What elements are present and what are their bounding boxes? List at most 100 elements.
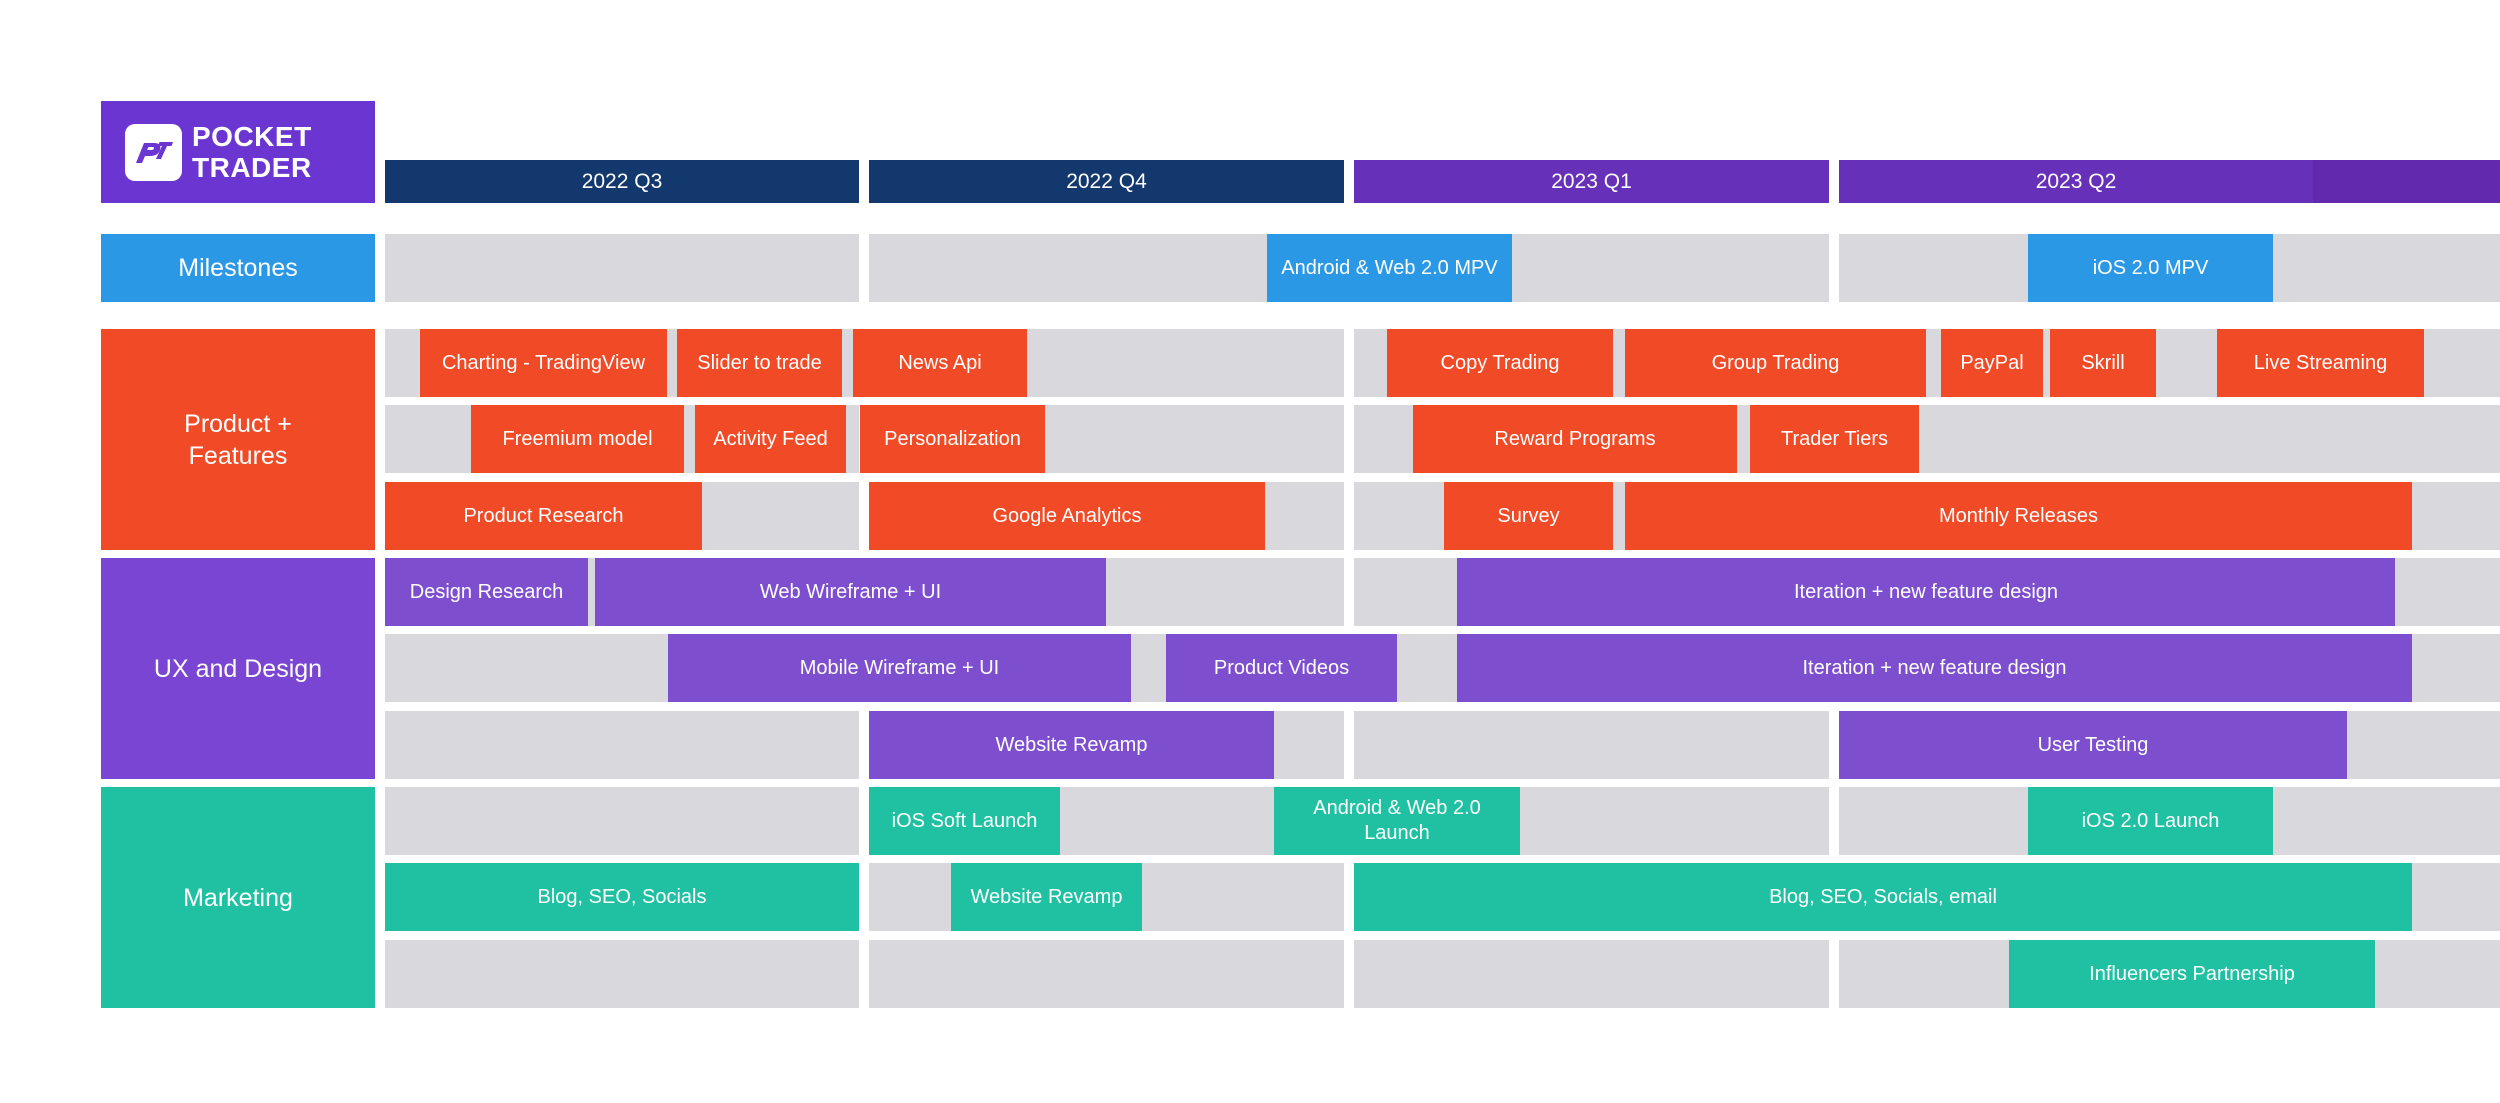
quarter-header-2023-q2: 2023 Q2	[1839, 160, 2500, 203]
lane-product-features: Product + Features	[101, 329, 375, 550]
grid-cell	[385, 940, 859, 1008]
bar-label: iOS 2.0 Launch	[2081, 809, 2220, 832]
brand-name: POCKET TRADER	[192, 121, 312, 183]
bar-label: Charting - TradingView	[441, 351, 646, 374]
bar-label: User Testing	[2037, 733, 2149, 756]
quarter-header-segment	[2313, 160, 2500, 203]
bar-label: Skrill	[2081, 351, 2125, 374]
task-trader-tiers[interactable]: Trader Tiers	[1750, 405, 1919, 473]
bar-label: Mobile Wireframe + UI	[799, 656, 1000, 679]
bar-label: Web Wireframe + UI	[759, 580, 942, 603]
grid-cell	[869, 940, 1344, 1008]
grid-cell	[385, 711, 859, 779]
brand-name-line1: POCKET	[192, 121, 312, 152]
task-google-analytics[interactable]: Google Analytics	[869, 482, 1265, 550]
task-iteration-new-feature-design[interactable]: Iteration + new feature design	[1457, 558, 2395, 626]
task-website-revamp-design[interactable]: Website Revamp	[869, 711, 1274, 779]
task-blog-seo-socials[interactable]: Blog, SEO, Socials	[385, 863, 859, 931]
task-website-revamp-marketing[interactable]: Website Revamp	[951, 863, 1142, 931]
bar-label: Iteration + new feature design	[1802, 656, 2067, 679]
bar-label: Website Revamp	[995, 733, 1148, 756]
task-live-streaming[interactable]: Live Streaming	[2217, 329, 2424, 397]
task-ios-2-launch[interactable]: iOS 2.0 Launch	[2028, 787, 2273, 855]
bar-label: Personalization	[884, 427, 1021, 450]
bar-label: Copy Trading	[1440, 351, 1560, 374]
milestone-ios-mvp[interactable]: iOS 2.0 MPV	[2028, 234, 2273, 302]
bar-label: iOS 2.0 MPV	[2092, 256, 2209, 279]
quarter-label: 2023 Q1	[1551, 169, 1632, 193]
task-product-research[interactable]: Product Research	[385, 482, 702, 550]
lane-label: Product + Features	[184, 409, 292, 470]
task-reward-programs[interactable]: Reward Programs	[1413, 405, 1737, 473]
task-design-research[interactable]: Design Research	[385, 558, 588, 626]
bar-label: iOS Soft Launch	[891, 809, 1038, 832]
task-skrill[interactable]: Skrill	[2050, 329, 2156, 397]
quarter-label: 2022 Q4	[1066, 169, 1147, 193]
task-android-web-launch[interactable]: Android & Web 2.0 Launch	[1274, 787, 1520, 855]
quarter-label: 2023 Q2	[2035, 169, 2117, 193]
task-influencers-partnership[interactable]: Influencers Partnership	[2009, 940, 2375, 1008]
task-freemium-model[interactable]: Freemium model	[471, 405, 684, 473]
task-charting-tradingview[interactable]: Charting - TradingView	[420, 329, 667, 397]
bar-label: Blog, SEO, Socials	[537, 885, 707, 908]
quarter-header-segment	[1839, 160, 2313, 203]
quarter-label: 2022 Q3	[581, 169, 663, 193]
bar-label: Slider to trade	[697, 351, 822, 374]
task-blog-seo-socials-email[interactable]: Blog, SEO, Socials, email	[1354, 863, 2412, 931]
task-group-trading[interactable]: Group Trading	[1625, 329, 1926, 397]
task-slider-to-trade[interactable]: Slider to trade	[677, 329, 842, 397]
bar-label: Design Research	[409, 580, 564, 603]
bar-label: Influencers Partnership	[2089, 962, 2295, 985]
brand-name-line2: TRADER	[192, 152, 312, 183]
task-personalization[interactable]: Personalization	[860, 405, 1045, 473]
bar-label: Android & Web 2.0 MPV	[1281, 256, 1498, 279]
lane-label: UX and Design	[153, 654, 323, 683]
grid-cell	[1354, 940, 1829, 1008]
lane-label: Marketing	[183, 883, 293, 912]
bar-label: Blog, SEO, Socials, email	[1769, 885, 1997, 908]
task-product-videos[interactable]: Product Videos	[1166, 634, 1397, 702]
bar-label: Monthly Releases	[1939, 504, 2098, 527]
task-activity-feed[interactable]: Activity Feed	[695, 405, 846, 473]
grid-cell	[1354, 711, 1829, 779]
task-paypal[interactable]: PayPal	[1941, 329, 2043, 397]
bar-label: Website Revamp	[970, 885, 1123, 908]
bar-label: Activity Feed	[713, 427, 828, 450]
task-user-testing[interactable]: User Testing	[1839, 711, 2347, 779]
grid-cell	[385, 787, 859, 855]
bar-label: Product Videos	[1213, 656, 1350, 679]
quarter-header-2022-q4: 2022 Q4	[869, 160, 1344, 203]
bar-label: Trader Tiers	[1780, 427, 1889, 450]
task-web-wireframe-ui[interactable]: Web Wireframe + UI	[595, 558, 1106, 626]
lane-milestones: Milestones	[101, 234, 375, 302]
grid-cell	[869, 234, 1344, 302]
task-copy-trading[interactable]: Copy Trading	[1387, 329, 1613, 397]
lane-marketing: Marketing	[101, 787, 375, 1008]
grid-cell	[385, 234, 859, 302]
bar-label: News Api	[898, 351, 982, 374]
milestone-android-web-mvp[interactable]: Android & Web 2.0 MPV	[1267, 234, 1512, 302]
quarter-header-2022-q3: 2022 Q3	[385, 160, 859, 203]
lane-label: Milestones	[178, 254, 298, 282]
bar-label: Reward Programs	[1494, 427, 1656, 450]
bar-label: Android & Web 2.0 Launch	[1313, 797, 1481, 844]
bar-label: PayPal	[1960, 351, 2024, 374]
bar-label: Group Trading	[1711, 351, 1840, 374]
task-ios-soft-launch[interactable]: iOS Soft Launch	[869, 787, 1060, 855]
task-survey[interactable]: Survey	[1444, 482, 1613, 550]
bar-label: Google Analytics	[992, 504, 1142, 527]
task-iteration-new-feature-design-2[interactable]: Iteration + new feature design	[1457, 634, 2412, 702]
grid-cell	[1839, 405, 2500, 473]
pocket-trader-logo-icon	[125, 123, 182, 181]
task-news-api[interactable]: News Api	[853, 329, 1027, 397]
bar-label: Iteration + new feature design	[1793, 580, 2059, 603]
bar-label: Survey	[1497, 504, 1560, 527]
brand-logo: POCKET TRADER	[101, 101, 375, 203]
quarter-header-2023-q1: 2023 Q1	[1354, 160, 1829, 203]
lane-ux-and-design: UX and Design	[101, 558, 375, 779]
task-monthly-releases[interactable]: Monthly Releases	[1625, 482, 2412, 550]
bar-label: Freemium model	[502, 427, 653, 450]
task-mobile-wireframe-ui[interactable]: Mobile Wireframe + UI	[668, 634, 1131, 702]
bar-label: Product Research	[463, 504, 624, 527]
